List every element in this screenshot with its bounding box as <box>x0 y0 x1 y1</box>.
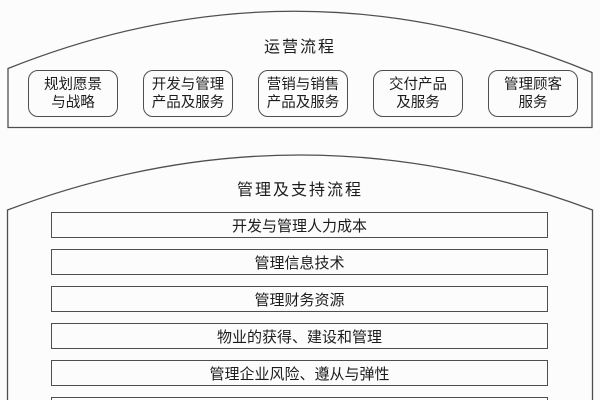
operating-box-develop-manage-products-services: 开发与管理 产品及服务 <box>143 70 233 117</box>
box-label-line: 服务 <box>518 94 548 111</box>
support-bar-develop-manage-human-cost: 开发与管理人力成本 <box>51 212 548 238</box>
support-bar-manage-enterprise-risk-compliance-resilience: 管理企业风险、遵从与弹性 <box>51 360 548 386</box>
support-bar-manage-financial-resources: 管理财务资源 <box>51 286 548 312</box>
support-bar-manage-information-technology: 管理信息技术 <box>51 249 548 275</box>
operating-box-deliver-products-services: 交付产品 及服务 <box>373 70 463 117</box>
support-bars: 开发与管理人力成本 管理信息技术 管理财务资源 物业的获得、建设和管理 管理企业… <box>51 212 548 400</box>
bar-label: 物业的获得、建设和管理 <box>216 329 382 346</box>
box-label-line: 产品及服务 <box>151 94 225 111</box>
operating-box-market-sell-products-services: 营销与销售 产品及服务 <box>258 70 348 117</box>
bar-label: 管理信息技术 <box>254 255 345 272</box>
bar-label: 管理企业风险、遵从与弹性 <box>209 366 390 383</box>
operating-section-title: 运营流程 <box>263 39 336 56</box>
bar-label: 管理财务资源 <box>254 292 345 309</box>
box-label-line: 产品及服务 <box>266 94 340 111</box>
support-section-title: 管理及支持流程 <box>236 182 363 199</box>
support-bar-property-acquisition-construction-management: 物业的获得、建设和管理 <box>51 323 548 349</box>
box-label-line: 及服务 <box>396 94 440 111</box>
box-label-line: 与战略 <box>51 94 95 111</box>
box-label-line: 交付产品 <box>389 76 447 93</box>
box-label-line: 开发与管理 <box>151 76 225 93</box>
box-label-line: 营销与销售 <box>266 76 340 93</box>
operating-box-planning-vision-strategy: 规划愿景 与战略 <box>28 70 118 117</box>
support-bar-partial-clipped <box>51 397 548 400</box>
bar-label: 开发与管理人力成本 <box>231 218 367 235</box>
box-label-line: 管理顾客 <box>504 76 562 93</box>
operating-box-manage-customer-service: 管理顾客 服务 <box>488 70 578 117</box>
box-label-line: 规划愿景 <box>44 76 102 93</box>
